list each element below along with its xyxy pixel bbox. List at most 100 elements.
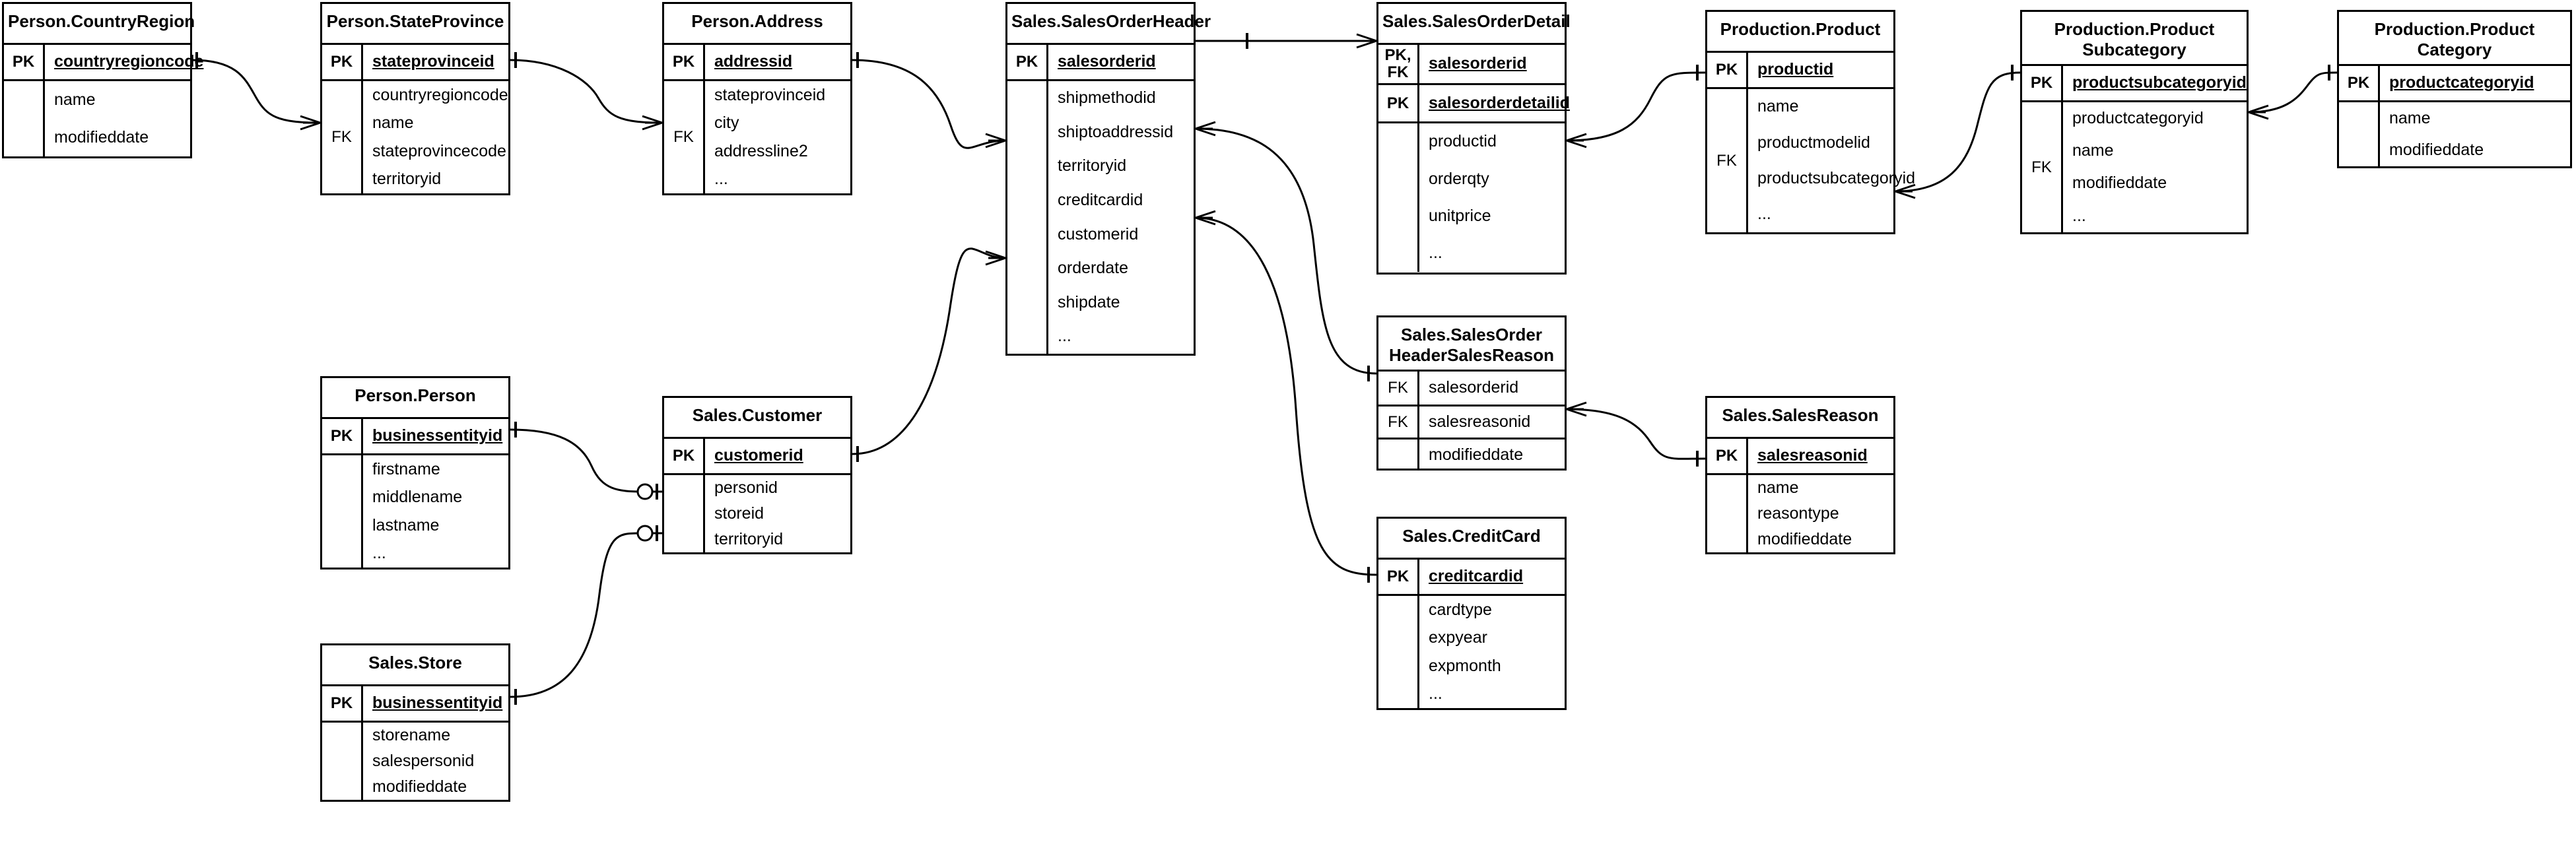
attribute-name: storename — [372, 725, 451, 744]
attribute-column: salesreasonid — [1419, 407, 1565, 438]
primary-key-attribute: countryregioncode — [54, 52, 204, 71]
primary-key-attribute: salesreasonid — [1757, 446, 1868, 465]
key-column — [322, 723, 363, 800]
attribute-name: ... — [1757, 205, 1771, 224]
attribute-name: productmodelid — [1757, 133, 1870, 152]
attribute-column: productid — [1748, 53, 1893, 87]
entity-title: Sales.SalesOrderHeader — [1007, 4, 1211, 45]
attribute-column: salesreasonid — [1748, 439, 1893, 473]
primary-key-attribute: addressid — [714, 52, 793, 71]
attribute-name: territoryid — [372, 170, 442, 188]
key-column — [4, 81, 45, 156]
key-column: PK, FK — [1378, 45, 1419, 83]
entity-title: Sales.CreditCard — [1378, 519, 1565, 560]
attribute-name: cardtype — [1429, 600, 1492, 619]
entity-title: Sales.Customer — [664, 398, 850, 439]
key-badge: FK — [1388, 379, 1408, 397]
key-column: PK — [2022, 66, 2063, 100]
entity-title: Person.Person — [322, 378, 508, 419]
key-badge: FK — [331, 128, 352, 146]
attribute-name: expmonth — [1429, 656, 1501, 675]
attribute-name: modifieddate — [372, 777, 467, 796]
attribute-name: shipmethodid — [1058, 88, 1156, 108]
attribute-name: productcategoryid — [2072, 108, 2204, 127]
entity-title: Production.Product Category — [2339, 12, 2570, 66]
attribute-name: creditcardid — [1058, 190, 1143, 209]
key-badge: PK — [330, 427, 353, 445]
attribute-name: salespersonid — [372, 751, 475, 770]
key-column: PK — [1378, 85, 1419, 121]
attribute-name: personid — [714, 478, 778, 497]
attribute-name: reasontype — [1757, 504, 1839, 523]
key-column: PK — [322, 686, 363, 721]
connector-customer-salesorderheader — [852, 247, 1006, 462]
key-column — [1378, 439, 1419, 471]
attribute-name: shiptoaddressid — [1058, 122, 1174, 141]
attribute-column: customerid — [705, 439, 850, 473]
attribute-column: stateprovinceid — [363, 45, 508, 79]
key-badge: PK — [672, 53, 695, 71]
key-column: PK — [664, 45, 705, 79]
attribute-column: storename salespersonid modifieddate — [363, 723, 508, 800]
key-column — [322, 455, 363, 568]
attribute-column: productsubcategoryid — [2063, 66, 2247, 100]
primary-key-attribute: businessentityid — [372, 426, 503, 445]
key-badge: FK — [1388, 412, 1408, 431]
attribute-column: creditcardid — [1419, 560, 1565, 594]
attribute-name: unitprice — [1429, 206, 1491, 225]
key-column: PK — [322, 419, 363, 453]
attribute-name: ... — [714, 170, 728, 188]
entity-title: Sales.SalesOrder HeaderSalesReason — [1378, 317, 1565, 372]
primary-key-attribute: productcategoryid — [2389, 73, 2534, 92]
connector-salesorderheader-salesorderdetail — [1196, 33, 1377, 49]
attribute-name: name — [1757, 478, 1799, 497]
entity-title: Production.Product Subcategory — [2022, 12, 2247, 66]
attribute-name: name — [54, 90, 96, 109]
primary-key-attribute: stateprovinceid — [372, 52, 494, 71]
attribute-column: modifieddate — [1419, 439, 1565, 471]
attribute-name: stateprovinceid — [714, 85, 826, 104]
connector-salesorderheader-salesorderheadersalesreason — [1195, 121, 1377, 381]
key-column — [2339, 102, 2380, 166]
entity-title: Person.StateProvince — [322, 4, 508, 45]
primary-key-attribute: productid — [1757, 60, 1834, 79]
attribute-name: shipdate — [1058, 292, 1120, 311]
attribute-name: name — [2389, 108, 2431, 127]
attribute-name: territoryid — [714, 529, 784, 548]
attribute-group: FK salesreasonid — [1378, 405, 1565, 438]
key-badge: PK — [330, 694, 353, 713]
key-column: FK — [1707, 89, 1748, 232]
attribute-column: salesorderdetailid — [1419, 85, 1570, 121]
key-column — [664, 475, 705, 552]
primary-key-attribute: creditcardid — [1429, 567, 1524, 586]
